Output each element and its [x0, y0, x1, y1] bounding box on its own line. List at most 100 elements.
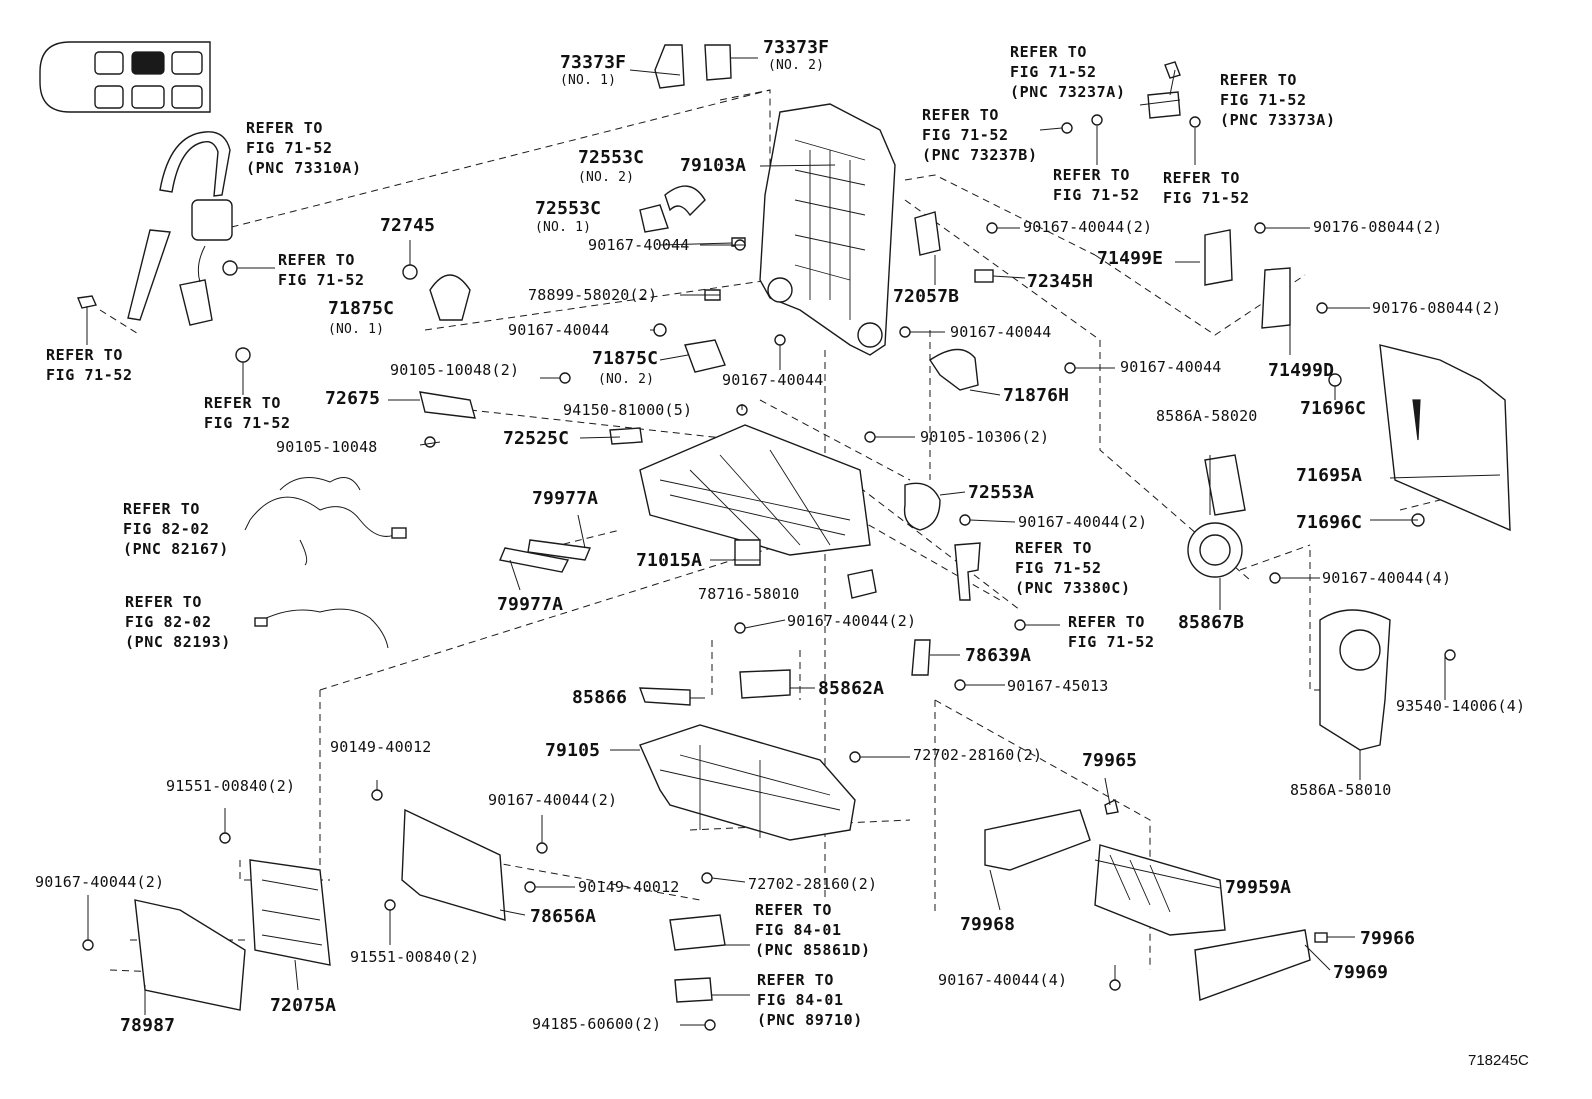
part-label-78656a: 78656A	[530, 906, 597, 927]
part-label-71695a: 71695A	[1296, 465, 1363, 486]
part-label-79969: 79969	[1333, 962, 1389, 983]
recliner-cover-71876h	[929, 348, 1001, 396]
wire-harness-82167	[244, 477, 407, 566]
cover-79969	[1194, 929, 1311, 1001]
fastener-label-91551-00840-a: 91551-00840(2)	[166, 777, 296, 795]
cushion-frame-71015a	[609, 424, 871, 566]
bracket-72075a	[249, 859, 331, 966]
bracket-71499d	[1261, 267, 1291, 329]
fastener-label-94185-60600: 94185-60600(2)	[532, 1015, 662, 1033]
fastener-label-90167-40044-b: 90167-40044	[508, 321, 610, 339]
part-label-71875c-no1: 71875C	[328, 298, 395, 319]
bracket-78716	[847, 569, 877, 599]
part-sub-73373f-no2: (NO. 2)	[768, 58, 825, 73]
fastener-label-90167-40044-4-a: 90167-40044(4)	[1322, 569, 1452, 587]
bracket-78656a	[401, 808, 506, 921]
clip-79966	[1314, 932, 1328, 943]
harness-78639a	[911, 639, 931, 676]
fastener-label-90167-40044-4-b: 90167-40044(4)	[938, 971, 1068, 989]
part-label-71696c-lower: 71696C	[1296, 512, 1363, 533]
fastener-label-90167-40044-f: 90167-40044	[1120, 358, 1222, 376]
part-label-79965: 79965	[1082, 750, 1138, 771]
lock-72057b	[914, 211, 941, 256]
fastener-label-90167-40044-c: 90167-40044	[722, 371, 824, 389]
part-label-73373f-no1: 73373F	[560, 52, 627, 73]
part-label-72345h: 72345H	[1027, 271, 1094, 292]
fan-85867b	[1187, 522, 1243, 578]
part-sub-73373f-no1: (NO. 1)	[560, 73, 617, 88]
fastener-label-90105-10048-2: 90105-10048(2)	[390, 361, 520, 379]
fastener-label-91551-00840-b: 91551-00840(2)	[350, 948, 480, 966]
part-label-79105: 79105	[545, 740, 601, 761]
fastener-label-90176-08044-a: 90176-08044(2)	[1313, 218, 1443, 236]
part-label-85867b: 85867B	[1178, 612, 1245, 633]
fastener-label-90167-40044-2-d: 90167-40044(2)	[1023, 218, 1153, 236]
fastener-label-8586a-58020: 8586A-58020	[1156, 407, 1258, 425]
cover-72553a	[903, 482, 941, 531]
part-label-85862a: 85862A	[818, 678, 885, 699]
fastener-label-90167-40044-a: 90167-40044	[588, 236, 690, 254]
part-label-78639a: 78639A	[965, 645, 1032, 666]
cover-78987	[134, 899, 246, 1011]
connector-85866	[638, 687, 691, 706]
part-label-72057b: 72057B	[893, 286, 960, 307]
stopper-72345h	[974, 269, 1026, 283]
buckle-73380c	[954, 542, 981, 601]
part-label-71499e: 71499E	[1097, 248, 1164, 269]
cover-72553c	[639, 185, 746, 247]
fastener-label-93540-14006: 93540-14006(4)	[1396, 697, 1526, 715]
fastener-label-90176-08044-b: 90176-08044(2)	[1372, 299, 1502, 317]
drawing-code: 718245C	[1468, 1052, 1529, 1069]
seatback-frame-79103a	[759, 103, 896, 356]
fastener-label-90167-40044-2-j: 90167-40044(2)	[35, 873, 165, 891]
part-label-79977a-upper: 79977A	[532, 488, 599, 509]
fastener-label-78716-58010: 78716-58010	[698, 585, 800, 603]
clip-79965	[1104, 798, 1119, 815]
pad-79977a	[499, 539, 591, 573]
fastener-label-90167-40044-e: 90167-40044	[950, 323, 1052, 341]
fastener-label-8586a-58010: 8586A-58010	[1290, 781, 1392, 799]
leader-lines	[87, 69, 1501, 1026]
part-label-72525c: 72525C	[503, 428, 570, 449]
part-sub-71875c-no1: (NO. 1)	[328, 322, 385, 337]
cover-79968	[984, 809, 1091, 871]
part-label-79968: 79968	[960, 914, 1016, 935]
part-label-72675: 72675	[325, 388, 381, 409]
part-label-71499d: 71499D	[1268, 360, 1335, 381]
fastener-label-90105-10048: 90105-10048	[276, 438, 378, 456]
fastener-label-94150-81000: 94150-81000(5)	[563, 401, 693, 419]
sensor-85862a	[739, 669, 791, 699]
part-label-72553a: 72553A	[968, 482, 1035, 503]
fastener-label-72702-28160-a: 72702-28160(2)	[913, 746, 1043, 764]
part-label-79103a: 79103A	[680, 155, 747, 176]
cover-79959a	[1094, 844, 1226, 936]
seat-position-selector-icon	[39, 41, 211, 113]
fastener-label-90167-40044-2-g: 90167-40044(2)	[1018, 513, 1148, 531]
shield-71695a	[1379, 344, 1511, 532]
part-label-71875c-no2: 71875C	[592, 348, 659, 369]
wire-harness-82193	[254, 608, 389, 649]
part-sub-72553c-no2: (NO. 2)	[578, 170, 635, 185]
part-label-72745: 72745	[380, 215, 436, 236]
adjuster-79105	[639, 724, 856, 841]
part-label-71015a: 71015A	[636, 550, 703, 571]
part-label-72075a: 72075A	[270, 995, 337, 1016]
fastener-label-78899-58020: 78899-58020(2)	[528, 286, 658, 304]
fastener-label-90149-40012-a: 90149-40012	[330, 738, 432, 756]
fastener-label-90167-45013: 90167-45013	[1007, 677, 1109, 695]
hinge-cover-72675	[388, 391, 476, 419]
part-sub-71875c-no2: (NO. 2)	[598, 372, 655, 387]
fastener-label-90105-10306: 90105-10306(2)	[920, 428, 1050, 446]
